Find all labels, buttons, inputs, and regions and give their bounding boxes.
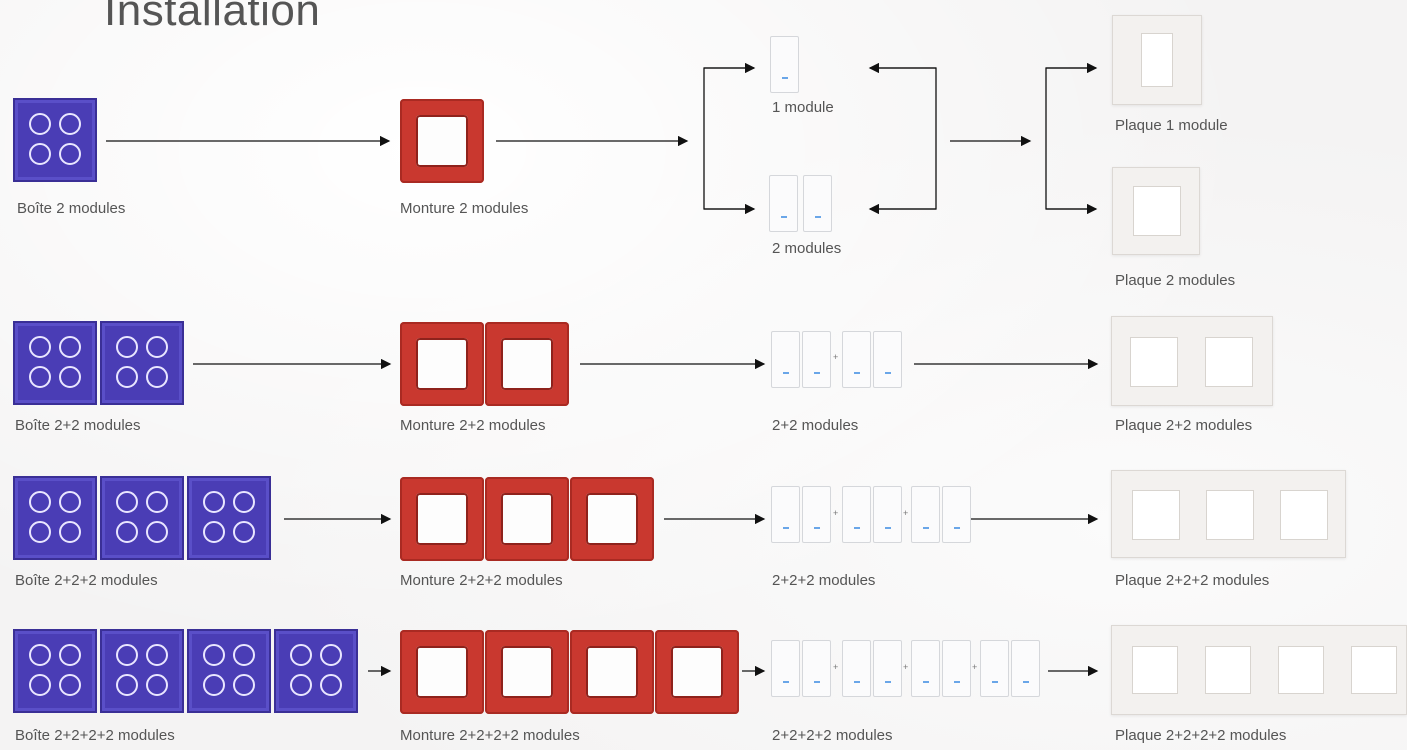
label-frame-row2: Monture 2+2 modules bbox=[400, 417, 546, 434]
module-switch bbox=[1011, 640, 1040, 697]
bracket-modules-return-1 bbox=[870, 67, 937, 210]
box-2-modules bbox=[187, 476, 271, 560]
module-switch bbox=[802, 486, 831, 543]
frame-2-modules bbox=[570, 630, 654, 714]
label-modules-row4: 2+2+2+2 modules bbox=[772, 727, 893, 744]
frame-2-modules bbox=[485, 630, 569, 714]
label-plate-row2: Plaque 2+2 modules bbox=[1115, 417, 1253, 434]
module-switch bbox=[802, 640, 831, 697]
module-switch bbox=[769, 175, 798, 232]
bracket-plates-1 bbox=[1045, 67, 1096, 210]
module-switch bbox=[771, 331, 800, 388]
label-plate-row3: Plaque 2+2+2 modules bbox=[1115, 572, 1270, 589]
module-switch bbox=[802, 331, 831, 388]
label-frame-row1: Monture 2 modules bbox=[400, 200, 529, 217]
box-2-modules bbox=[274, 629, 358, 713]
module-switch bbox=[842, 331, 871, 388]
box-2-modules bbox=[100, 321, 184, 405]
plate-1-module bbox=[1112, 15, 1202, 105]
bracket-modules-1 bbox=[703, 67, 754, 210]
box-2-modules bbox=[13, 476, 97, 560]
frame-2-modules bbox=[400, 99, 484, 183]
module-switch bbox=[770, 36, 799, 93]
frame-2-modules bbox=[570, 477, 654, 561]
plate-2-2-2-2-modules bbox=[1111, 625, 1407, 715]
frame-2-modules bbox=[400, 477, 484, 561]
label-box-row1: Boîte 2 modules bbox=[17, 200, 126, 217]
module-switch bbox=[873, 331, 902, 388]
label-plate-1: Plaque 1 module bbox=[1115, 117, 1228, 134]
plus-sign: + bbox=[903, 508, 909, 518]
label-box-row4: Boîte 2+2+2+2 modules bbox=[15, 727, 175, 744]
box-2-modules bbox=[13, 98, 97, 182]
box-2-modules bbox=[13, 629, 97, 713]
label-plate-row4: Plaque 2+2+2+2 modules bbox=[1115, 727, 1287, 744]
plate-2-modules bbox=[1112, 167, 1200, 255]
plate-2-2-modules bbox=[1111, 316, 1273, 406]
frame-2-modules bbox=[655, 630, 739, 714]
label-modules-row3: 2+2+2 modules bbox=[772, 572, 876, 589]
box-2-modules bbox=[100, 476, 184, 560]
box-2-modules bbox=[100, 629, 184, 713]
module-switch bbox=[771, 640, 800, 697]
frame-2-modules bbox=[400, 630, 484, 714]
label-module-2: 2 modules bbox=[772, 240, 842, 257]
plus-sign: + bbox=[972, 662, 978, 672]
module-switch bbox=[842, 640, 871, 697]
box-2-modules bbox=[13, 321, 97, 405]
module-switch bbox=[873, 486, 902, 543]
module-switch bbox=[771, 486, 800, 543]
plus-sign: + bbox=[903, 662, 909, 672]
label-module-1: 1 module bbox=[772, 99, 834, 116]
frame-2-modules bbox=[485, 322, 569, 406]
page-title: Installation bbox=[104, 0, 321, 35]
label-frame-row3: Monture 2+2+2 modules bbox=[400, 572, 563, 589]
module-switch bbox=[942, 486, 971, 543]
module-switch bbox=[803, 175, 832, 232]
plus-sign: + bbox=[833, 662, 839, 672]
label-frame-row4: Monture 2+2+2+2 modules bbox=[400, 727, 580, 744]
frame-2-modules bbox=[485, 477, 569, 561]
label-box-row2: Boîte 2+2 modules bbox=[15, 417, 141, 434]
plus-sign: + bbox=[833, 352, 839, 362]
module-switch bbox=[842, 486, 871, 543]
frame-2-modules bbox=[400, 322, 484, 406]
module-switch bbox=[873, 640, 902, 697]
module-switch bbox=[942, 640, 971, 697]
label-modules-row2: 2+2 modules bbox=[772, 417, 859, 434]
plate-2-2-2-modules bbox=[1111, 470, 1346, 558]
plus-sign: + bbox=[833, 508, 839, 518]
module-switch bbox=[980, 640, 1009, 697]
label-box-row3: Boîte 2+2+2 modules bbox=[15, 572, 158, 589]
box-2-modules bbox=[187, 629, 271, 713]
label-plate-2: Plaque 2 modules bbox=[1115, 272, 1236, 289]
module-switch bbox=[911, 640, 940, 697]
module-switch bbox=[911, 486, 940, 543]
